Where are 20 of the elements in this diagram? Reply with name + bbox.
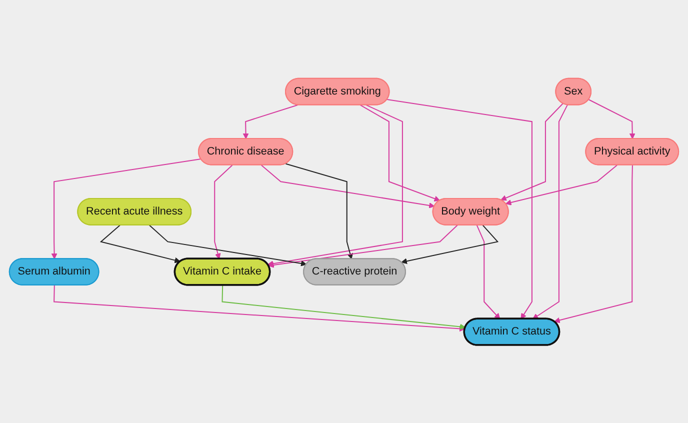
arrow	[54, 285, 466, 332]
arrow	[242, 104, 298, 139]
arrow	[360, 104, 440, 202]
arrow	[51, 158, 201, 259]
arrow	[286, 163, 353, 259]
arrow	[387, 98, 532, 320]
arrow	[222, 285, 466, 330]
arrow	[500, 102, 564, 201]
arrow	[148, 224, 307, 266]
arrow	[268, 224, 458, 268]
arrow	[532, 104, 568, 320]
arrow	[401, 224, 499, 264]
arrow	[100, 224, 181, 263]
arrow	[268, 104, 403, 266]
arrow	[588, 99, 636, 139]
arrow	[476, 224, 500, 320]
arrow	[554, 164, 633, 323]
arrow	[214, 164, 233, 259]
arrow	[261, 164, 435, 208]
arrow	[506, 164, 618, 206]
